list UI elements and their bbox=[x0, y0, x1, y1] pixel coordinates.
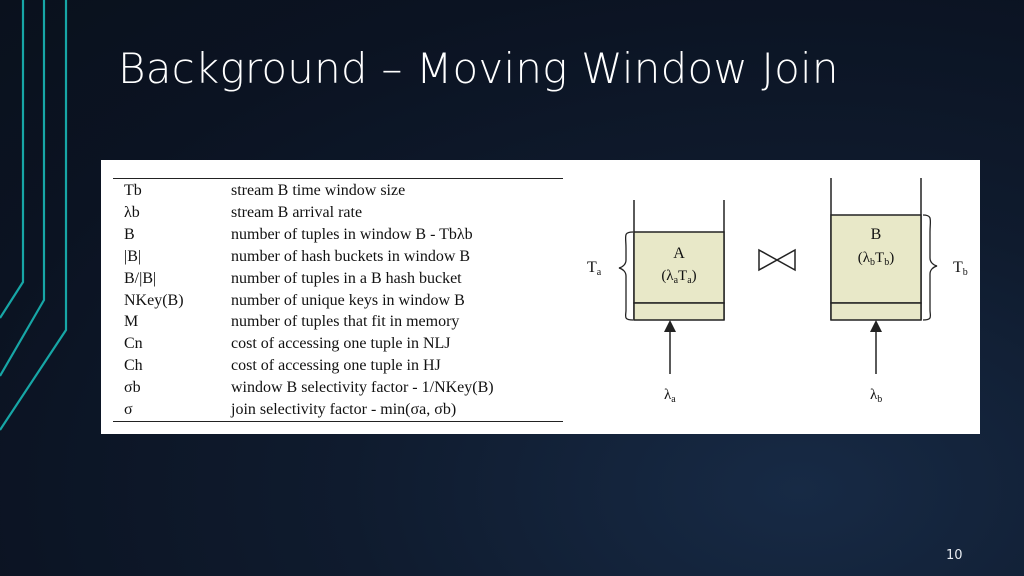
parameter-description: join selectivity factor - min(σa, σb) bbox=[231, 401, 457, 419]
parameter-symbol: M bbox=[124, 313, 139, 331]
table-row: σ join selectivity factor - min(σa, σb) bbox=[113, 399, 563, 421]
parameter-symbol: σb bbox=[124, 379, 141, 397]
parameter-symbol: B bbox=[124, 225, 135, 243]
parameter-description: number of tuples in window B - Tbλb bbox=[231, 225, 473, 243]
figure-panel: Tb stream B time window size λb stream B ar… bbox=[101, 160, 980, 434]
parameter-description: cost of accessing one tuple in NLJ bbox=[231, 335, 451, 353]
parameter-symbol: σ bbox=[124, 401, 133, 419]
table-row: B/|B| number of tuples in a B hash bucket bbox=[113, 268, 563, 290]
window-a-content: (λaTa) bbox=[661, 268, 696, 286]
parameter-symbol: Tb bbox=[124, 182, 142, 199]
parameter-description: number of hash buckets in window B bbox=[231, 247, 471, 265]
window-a-name: A bbox=[673, 245, 685, 262]
slide-title: Background – Moving Window Join bbox=[118, 44, 839, 93]
moving-window-join-diagram: A (λaTa) Ta λa B (λbTb) Tb λb bbox=[587, 178, 968, 405]
table-row: Cn cost of accessing one tuple in NLJ bbox=[113, 333, 563, 355]
join-symbol bbox=[758, 248, 796, 272]
arrival-label-a: λa bbox=[664, 387, 676, 405]
table-row: λb stream B arrival rate bbox=[113, 202, 563, 224]
decorative-lines bbox=[0, 0, 68, 431]
parameter-symbol: B/|B| bbox=[124, 269, 157, 287]
parameter-symbol: Ch bbox=[124, 357, 143, 375]
window-a-label: Ta bbox=[587, 259, 602, 278]
parameter-description: stream B arrival rate bbox=[231, 203, 363, 221]
window-b-name: B bbox=[871, 226, 882, 243]
arrival-label-b: λb bbox=[870, 387, 882, 405]
parameter-description: cost of accessing one tuple in HJ bbox=[231, 357, 441, 375]
parameter-symbol: |B| bbox=[124, 247, 142, 265]
parameter-symbol: Cn bbox=[124, 335, 143, 353]
parameter-description: number of tuples in a B hash bucket bbox=[231, 269, 462, 287]
table-row: σb window B selectivity factor - 1/NKey(B… bbox=[113, 377, 563, 399]
window-b-label: Tb bbox=[953, 259, 968, 278]
page-number: 10 bbox=[946, 548, 963, 563]
table-row: Tb stream B time window size bbox=[113, 179, 563, 202]
table-row: |B| number of hash buckets in window B bbox=[113, 246, 563, 268]
window-b: B (λbTb) bbox=[830, 178, 922, 321]
window-b-content: (λbTb) bbox=[858, 250, 894, 268]
parameter-symbol: NKey(B) bbox=[124, 291, 184, 309]
window-a: A (λaTa) bbox=[633, 200, 725, 321]
table-row: Ch cost of accessing one tuple in HJ bbox=[113, 355, 563, 377]
window-a-brace bbox=[618, 231, 634, 321]
table-row: NKey(B) number of unique keys in window B bbox=[113, 290, 563, 312]
parameter-description: number of unique keys in window B bbox=[231, 291, 465, 309]
parameter-table: Tb stream B time window size λb stream B ar… bbox=[113, 178, 563, 422]
parameter-description: window B selectivity factor - 1/NKey(B) bbox=[231, 379, 494, 397]
parameter-description: number of tuples that fit in memory bbox=[231, 313, 460, 331]
parameter-symbol: λb bbox=[124, 203, 140, 221]
window-b-brace bbox=[922, 214, 938, 321]
parameter-description: stream B time window size bbox=[231, 182, 406, 199]
